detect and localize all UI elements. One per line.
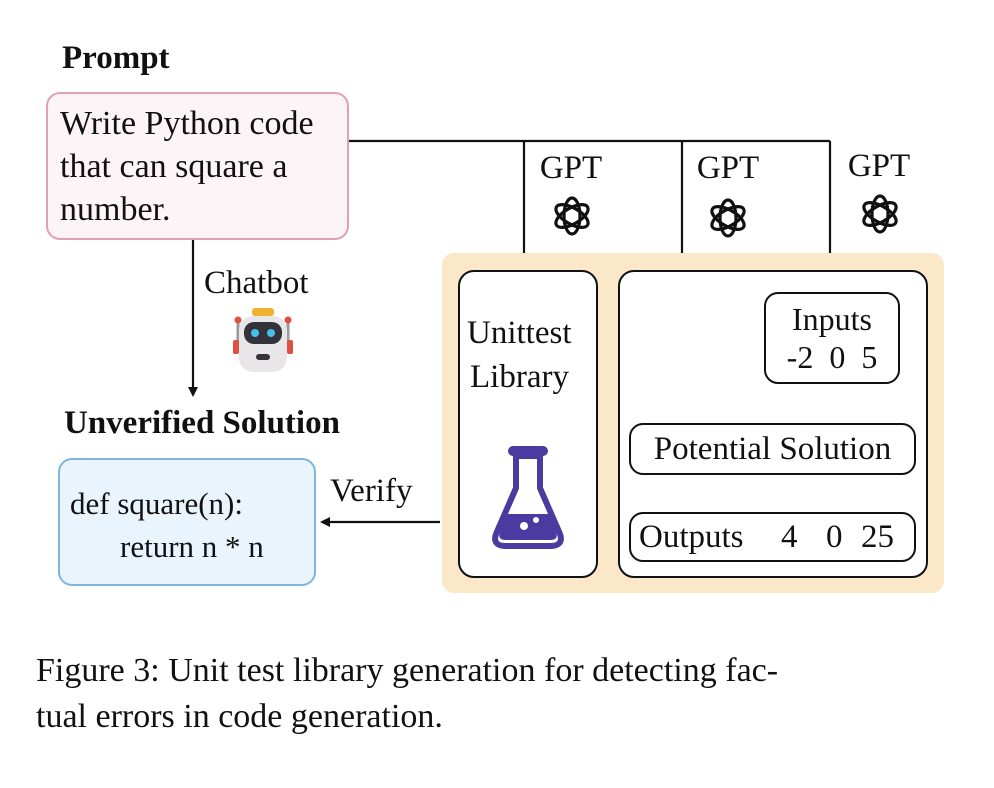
library-line: Library [470, 359, 569, 395]
library-line: Unittest [467, 315, 572, 351]
prompt-line: number. [60, 191, 171, 228]
inputs-values: -2 0 5 [766, 338, 898, 376]
code-line: def square(n): [70, 486, 243, 521]
potential-solution-label: Potential Solution [653, 431, 892, 467]
prompt-line: that can square a [60, 148, 288, 185]
outputs-box: Outputs 4 0 25 [629, 512, 916, 562]
input-value: 5 [861, 339, 878, 375]
output-value: 0 [826, 519, 843, 555]
output-value: 4 [781, 519, 798, 555]
code-line: return n * n [120, 529, 264, 564]
input-value: -2 [786, 339, 814, 375]
solution-header: Unverified Solution [64, 405, 340, 441]
gpt-label: GPT [847, 148, 911, 184]
figure-caption: Figure 3: Unit test library generation f… [36, 648, 778, 740]
verify-label: Verify [330, 473, 413, 509]
flask-icon [492, 446, 564, 549]
prompt-header: Prompt [62, 40, 170, 76]
gpt-label: GPT [539, 150, 603, 186]
chatbot-label: Chatbot [204, 265, 309, 301]
caption-line: Figure 3: Unit test library generation f… [36, 652, 779, 689]
openai-logo-icon [710, 198, 746, 238]
unittest-library-box: Unittest Library [458, 270, 598, 578]
potential-solution-box: Potential Solution [629, 423, 916, 475]
openai-logo-icon [554, 196, 590, 236]
inputs-box: Inputs -2 0 5 [764, 292, 900, 384]
input-value: 0 [829, 339, 846, 375]
outputs-label: Outputs [639, 519, 744, 555]
inputs-title: Inputs [792, 301, 872, 337]
prompt-line: Write Python code [60, 105, 314, 142]
output-value: 25 [861, 519, 894, 555]
openai-logo-icon [862, 194, 898, 234]
robot-icon [233, 308, 293, 372]
solution-code-box: def square(n): return n * n [58, 458, 316, 586]
prompt-box: Write Python code that can square a numb… [46, 92, 349, 240]
gpt-label: GPT [696, 150, 760, 186]
caption-line: tual errors in code generation. [36, 698, 443, 735]
